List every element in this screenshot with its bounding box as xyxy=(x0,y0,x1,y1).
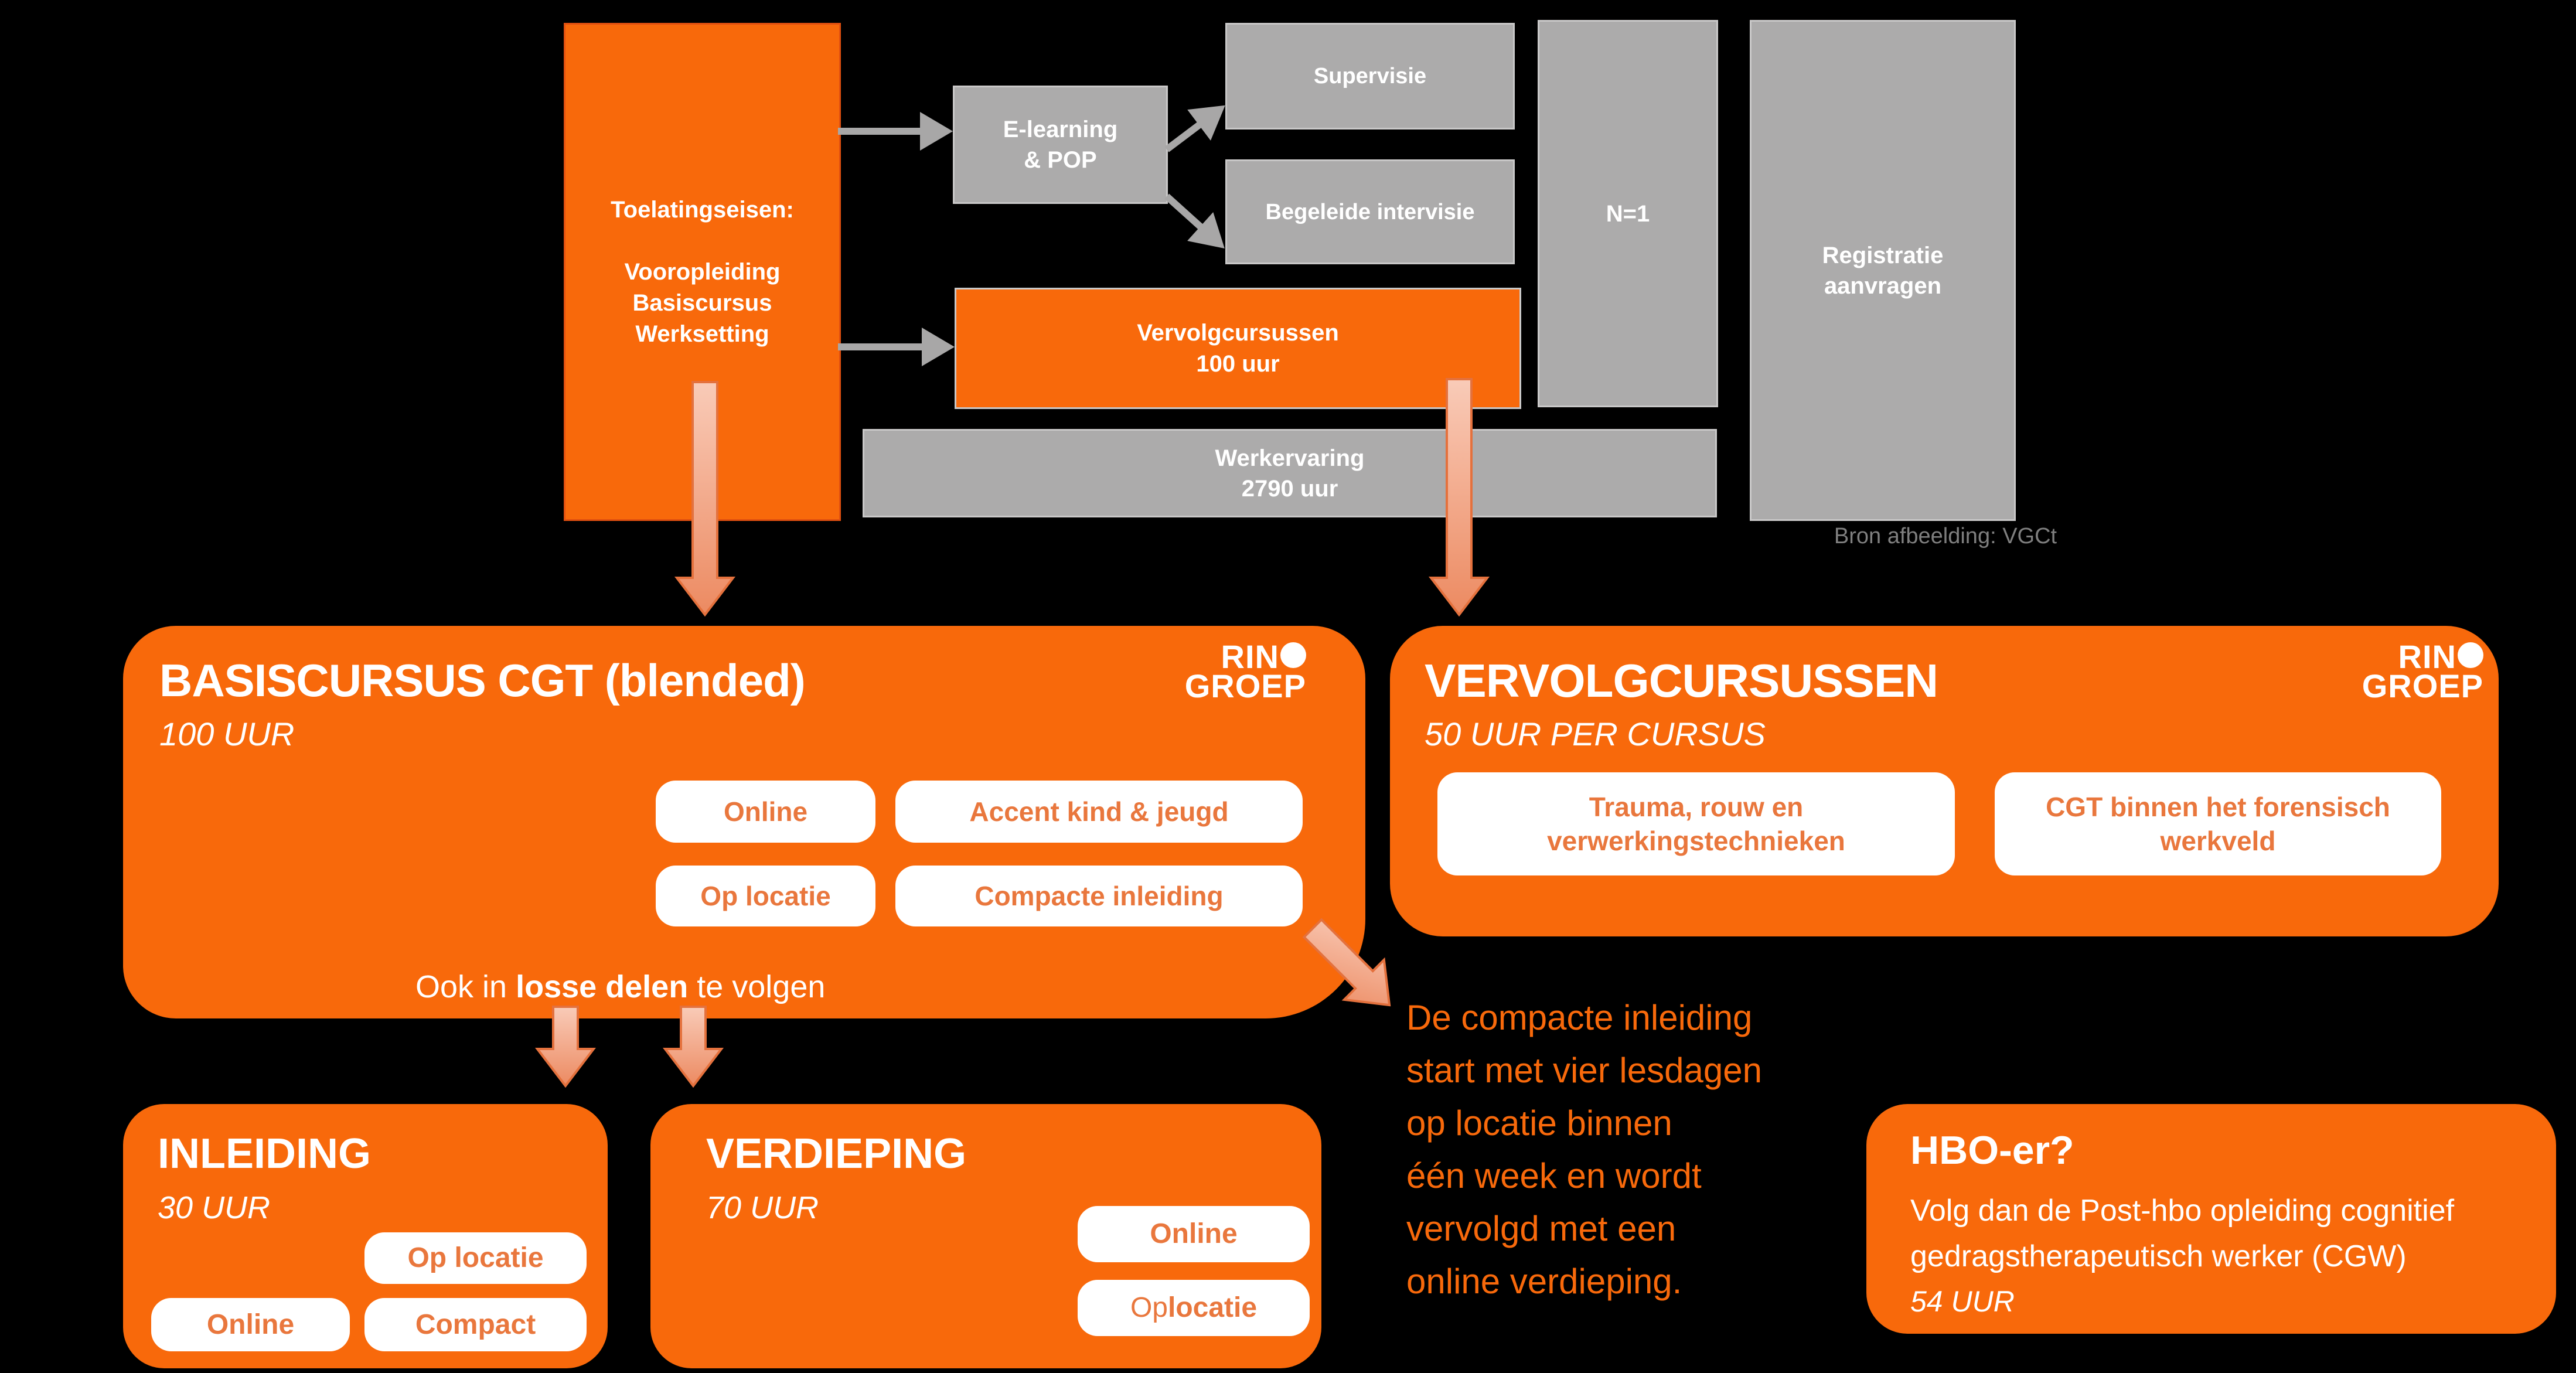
logo-line: RIN xyxy=(1185,640,1306,673)
annotation-line: vervolgd met een xyxy=(1406,1209,1677,1248)
basiscursus-option-online: Online xyxy=(656,781,875,843)
vervolgcursussen-subtitle: 50 UUR PER CURSUS xyxy=(1425,716,1766,752)
arrow-shaft xyxy=(1164,193,1205,231)
verdieping-option-online: Online xyxy=(1078,1206,1310,1262)
registratie-aanvragen-box: Registratie aanvragen xyxy=(1750,20,2016,521)
toelatingseisen-line: Werksetting xyxy=(635,321,769,347)
vervolgcursus-option-trauma: Trauma, rouw en verwerkingstechnieken xyxy=(1437,772,1955,875)
basiscursus-card: BASISCURSUS CGT (blended) 100 UUR RIN GR… xyxy=(123,626,1365,1018)
inleiding-subtitle: 30 UUR xyxy=(158,1190,271,1225)
toelatingseisen-line: Basiscursus xyxy=(632,289,772,316)
hbo-body-line: Volg dan de Post-hbo opleiding cognitief xyxy=(1910,1194,2455,1228)
annotation-line: online verdieping. xyxy=(1406,1262,1682,1301)
vervolgcursussen-card: VERVOLGCURSUSSEN 50 UUR PER CURSUS RIN G… xyxy=(1390,626,2499,936)
elearning-line: E-learning xyxy=(1003,117,1118,142)
basiscursus-option-accent-kind-jeugd: Accent kind & jeugd xyxy=(895,781,1303,843)
hbo-subtitle: 54 UUR xyxy=(1910,1285,2015,1318)
arrow-down-to-verdieping-icon xyxy=(662,1006,724,1088)
verdieping-subtitle: 70 UUR xyxy=(706,1190,819,1225)
annotation-line: op locatie binnen xyxy=(1406,1103,1672,1143)
compacte-inleiding-annotation: De compacte inleiding start met vier les… xyxy=(1406,992,1762,1308)
basiscursus-option-compacte-inleiding: Compacte inleiding xyxy=(895,866,1303,926)
registratie-line: Registratie xyxy=(1822,242,1944,268)
werkervaring-line: 2790 uur xyxy=(1241,475,1338,502)
logo-line: GROEP xyxy=(1184,667,1306,704)
vervolgcursussen-100uur-box: Vervolgcursussen 100 uur xyxy=(955,288,1521,409)
logo-line: GROEP xyxy=(2362,667,2483,704)
verdieping-card: VERDIEPING 70 UUR Online Op locatie xyxy=(650,1104,1321,1368)
n1-box: N=1 xyxy=(1538,20,1718,407)
vervolgcursussen-100uur-line: 100 uur xyxy=(1196,350,1280,377)
werkervaring-line: Werkervaring xyxy=(1215,445,1365,471)
supervisie-label: Supervisie xyxy=(1313,64,1427,88)
arrow-tip xyxy=(920,112,953,151)
hbo-title: HBO-er? xyxy=(1910,1128,2074,1173)
arrow-right-to-vervolgcursussen-icon xyxy=(838,327,955,367)
basiscursus-title: BASISCURSUS CGT (blended) xyxy=(159,655,806,706)
logo-dot-icon xyxy=(2458,642,2483,668)
begeleide-intervisie-box: Begeleide intervisie xyxy=(1225,159,1515,264)
n1-label: N=1 xyxy=(1606,200,1650,227)
inleiding-card: INLEIDING 30 UUR Op locatie Online Compa… xyxy=(123,1104,608,1368)
annotation-line: één week en wordt xyxy=(1406,1156,1702,1195)
begeleide-intervisie-label: Begeleide intervisie xyxy=(1265,199,1475,224)
basiscursus-subtitle: 100 UUR xyxy=(159,716,295,752)
toelatingseisen-heading: Toelatingseisen: xyxy=(611,196,794,223)
hbo-card: HBO-er? Volg dan de Post-hbo opleiding c… xyxy=(1866,1104,2556,1334)
arrow-right-to-elearning-icon xyxy=(838,111,953,151)
arrow-tip xyxy=(922,328,955,366)
inleiding-option-online: Online xyxy=(151,1298,350,1351)
arrow-down-vervolg100-to-vervolgcursussen-icon xyxy=(1428,378,1490,616)
inleiding-option-compact: Compact xyxy=(364,1298,587,1351)
hbo-body-line: gedragstherapeutisch werker (CGW) xyxy=(1910,1239,2407,1273)
inleiding-option-op-locatie: Op locatie xyxy=(364,1232,587,1284)
verdieping-option-op-locatie: Op locatie xyxy=(1078,1280,1310,1336)
arrow-shaft xyxy=(1164,120,1204,152)
losse-delen-note: Ook in losse delen te volgen xyxy=(415,969,826,1004)
arrow-down-to-inleiding-icon xyxy=(534,1006,597,1088)
basiscursus-option-op-locatie: Op locatie xyxy=(656,866,875,926)
supervisie-box: Supervisie xyxy=(1225,23,1515,130)
vervolgcursussen-title: VERVOLGCURSUSSEN xyxy=(1425,655,1938,707)
rino-groep-logo: RIN GROEP xyxy=(2362,640,2483,704)
arrow-shaft xyxy=(838,343,925,350)
toelatingseisen-line: Vooropleiding xyxy=(624,258,781,285)
elearning-line: & POP xyxy=(1024,147,1097,173)
logo-line: RIN xyxy=(2362,640,2483,673)
arrow-shaft xyxy=(838,128,924,135)
verdieping-title: VERDIEPING xyxy=(706,1130,967,1177)
image-source-credit: Bron afbeelding: VGCt xyxy=(1834,524,2057,548)
inleiding-title: INLEIDING xyxy=(158,1130,372,1177)
arrow-down-toelatingseisen-to-basiscursus-icon xyxy=(674,381,736,616)
logo-dot-icon xyxy=(1280,642,1306,668)
arrow-diagonal-to-annotation-icon xyxy=(1302,918,1391,1007)
annotation-line: start met vier lesdagen xyxy=(1406,1051,1762,1090)
registratie-line: aanvragen xyxy=(1824,272,1942,299)
spacer-line xyxy=(699,226,706,257)
rino-groep-logo: RIN GROEP xyxy=(1184,640,1306,704)
annotation-line: De compacte inleiding xyxy=(1406,998,1753,1037)
werkervaring-bar: Werkervaring 2790 uur xyxy=(863,429,1717,517)
vervolgcursus-option-forensisch: CGT binnen het forensisch werkveld xyxy=(1995,772,2441,875)
elearning-pop-box: E-learning & POP xyxy=(953,86,1168,204)
vervolgcursussen-100uur-line: Vervolgcursussen xyxy=(1137,319,1339,346)
